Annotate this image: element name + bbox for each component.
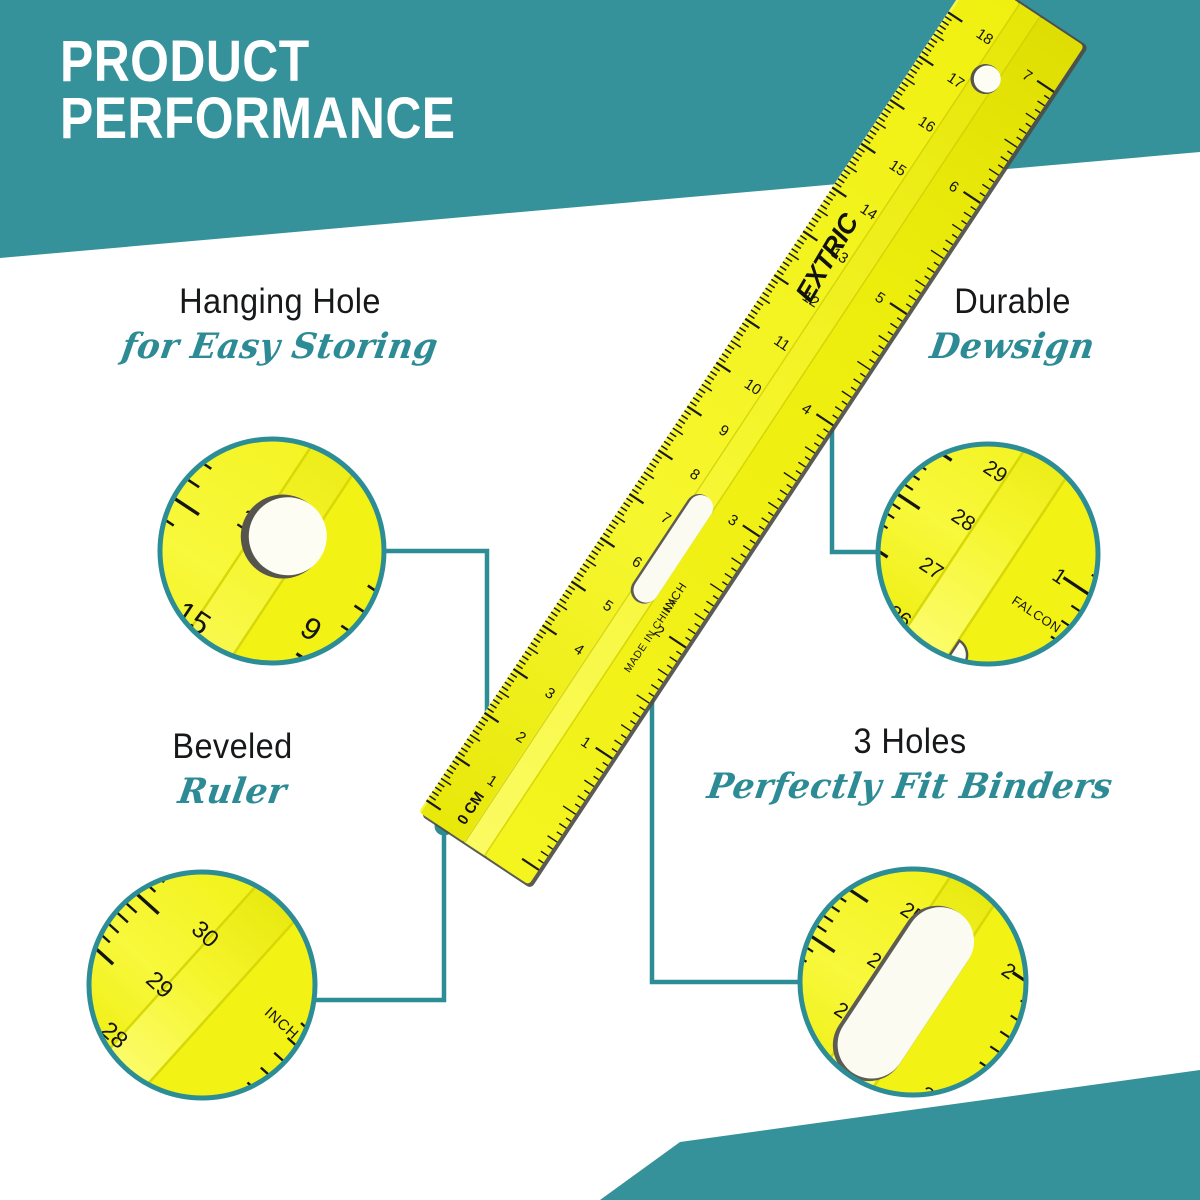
svg-text:12: 12 <box>799 288 822 311</box>
hanging-hole-zoom-ring <box>157 436 387 666</box>
ruler-center-bevel <box>463 2 1041 857</box>
svg-text:0: 0 <box>321 932 349 961</box>
callout-title-three-holes: 3 Holes <box>853 722 967 761</box>
beveled-connector <box>315 823 447 1003</box>
three-holes-zoom-ring <box>797 866 1029 1098</box>
svg-text:14: 14 <box>857 200 880 223</box>
svg-text:16: 16 <box>915 113 938 136</box>
callout-title-beveled: Beveled <box>172 727 293 766</box>
durable-zoom-ring <box>875 441 1101 667</box>
callout-hanging-hole: Hanging Hole for Easy Storing <box>55 282 505 367</box>
callout-title-hanging-hole: Hanging Hole <box>179 282 381 321</box>
svg-text:0: 0 <box>1130 440 1152 466</box>
callout-sub-beveled: Ruler <box>175 771 290 812</box>
svg-text:18: 18 <box>973 25 996 48</box>
callout-sub-durable: Dewsign <box>927 326 1098 367</box>
ruler-cm-ticks <box>425 11 963 811</box>
hanging-hole-connector <box>384 548 490 775</box>
callout-sub-three-holes: Perfectly Fit Binders <box>704 766 1116 807</box>
ruler-hanging-hole <box>970 64 1001 95</box>
beveled-zoom-ring <box>86 869 318 1101</box>
svg-text:15: 15 <box>886 157 909 180</box>
callout-durable-design: Durable Dewsign <box>880 282 1145 367</box>
ruler-binder-slot <box>630 494 714 604</box>
svg-text:10: 10 <box>741 376 764 399</box>
callout-beveled-ruler: Beveled Ruler <box>70 727 395 812</box>
ruler-inch-ticks <box>521 79 1055 871</box>
ruler-cm-panel <box>420 0 1020 842</box>
ruler-inch-panel <box>485 17 1083 884</box>
svg-text:13: 13 <box>828 244 851 267</box>
callout-sub-hanging-hole: for Easy Storing <box>119 326 441 367</box>
page-title: PRODUCT PERFORMANCE <box>60 29 456 151</box>
callout-three-holes: 3 Holes Perfectly Fit Binders <box>660 722 1160 807</box>
callout-title-durable: Durable <box>954 282 1071 321</box>
svg-text:ON RULE: ON RULE <box>1030 898 1090 945</box>
svg-text:30: 30 <box>1011 407 1043 439</box>
svg-text:17: 17 <box>944 69 967 92</box>
three-holes-zoom: 22 23 24 25 26 <box>797 866 1090 1098</box>
durable-design-zoom: 26 27 28 29 30 <box>875 407 1152 667</box>
beveled-ruler-zoom: 28 29 30 <box>86 869 349 1101</box>
svg-text:INCH: INCH <box>1087 480 1127 514</box>
